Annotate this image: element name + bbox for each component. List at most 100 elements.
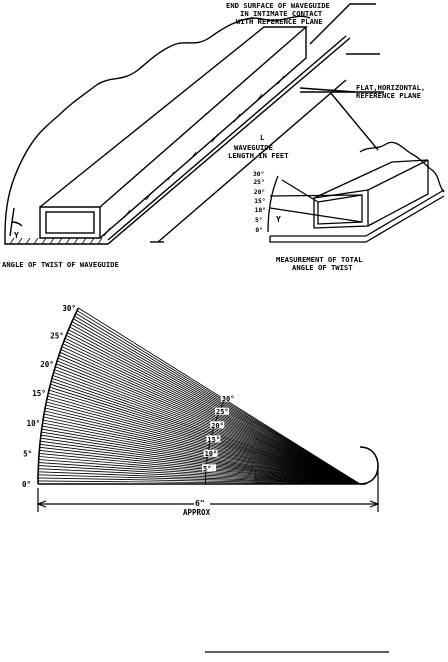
label-gamma-left: Y [14,231,19,240]
plane-break-line [4,15,311,237]
fan-line [78,307,361,485]
caption-measurement-2: ANGLE OF TWIST [292,263,353,272]
inset-scale-label: 10° [255,206,266,214]
fan-line [48,389,361,485]
inset-sight-line [269,207,363,223]
inset-ray-mid [269,194,363,197]
fan-line [38,468,361,485]
inner-scale-label-bg [206,435,221,443]
waveguide-opening [45,211,95,234]
inner-scale-label: 25° [216,408,229,416]
fan-line [41,428,361,485]
inset-ray-top [281,179,319,203]
fan-line [38,471,361,485]
fan-line [70,323,361,485]
caption-angle-of-twist: ANGLE OF TWIST OF WAVEGUIDE [2,260,119,269]
inner-scale-label: 30° [222,395,235,403]
inset-scale-arc [267,175,279,233]
outer-scale-label: 10° [27,419,41,428]
fan-line [71,321,361,485]
dimension-approx-label: APPROX [183,508,211,517]
inset-scale-label: 20° [254,188,265,196]
inner-scale-label-bg [220,394,235,402]
fan-line [75,313,361,485]
fan-line [43,416,361,485]
fan-line [56,363,361,485]
fan-line [73,318,361,485]
inner-scale-label-bg [202,464,216,472]
plane-front-edge-inner [107,35,347,241]
fan-line [37,477,361,485]
dimension-arrow-right [369,500,380,508]
protractor-fan-lines [37,307,361,485]
fan-line [58,354,361,485]
fan-line [49,386,361,485]
fan-line [45,404,361,485]
fan-line [40,434,361,485]
fan-line [69,326,361,485]
fan-line [62,343,361,485]
fan-line [63,340,361,485]
dimension-label-bg [194,498,210,507]
fan-line [42,422,361,485]
outer-scale-label: 15° [32,389,46,398]
fan-line [53,372,361,485]
waveguide-side-hatch [103,75,285,237]
twist-arc [11,221,23,227]
fan-line [52,374,361,485]
fan-line [51,380,361,485]
inset-angle-scale: 30°25°20°15°10°5°0° [253,170,266,234]
fan-line [54,369,361,485]
fan-line [61,346,361,485]
inset-plane-top-b [365,189,445,237]
inset-scale-label: 0° [255,226,263,234]
inset-scale-label: 5° [255,216,263,224]
plane-thickness-hatch [9,237,103,245]
fan-line [50,383,361,485]
label-end-surface-3: WITH REFERENCE PLANE [236,17,323,26]
inset-measurement [267,141,445,243]
inner-scale-label: 20° [211,422,224,430]
outer-scale-label: 0° [22,480,31,489]
label-length-2: LENGTH IN FEET [228,151,289,160]
fan-line [40,437,361,485]
outer-scale-label: 30° [62,304,76,313]
protractor-outer-arc [37,307,80,484]
fan-line [48,392,361,485]
fan-line [57,357,361,485]
fan-line [46,398,361,485]
caption-measurement-1: MEASUREMENT OF TOTAL [276,255,363,264]
leader-to-inset [329,91,379,151]
fan-line [40,440,361,485]
waveguide-top-face [39,26,308,208]
fan-line [38,474,361,485]
fan-line [66,335,361,485]
label-length-1: WAVEGUIDE [234,143,273,152]
fan-line [41,431,361,485]
outer-scale-label: 5° [23,449,32,458]
fan-line [39,449,361,485]
fan-line [64,337,361,485]
fan-line [59,351,361,485]
leader-flat-plane-b [299,87,356,93]
fan-line [38,459,361,485]
fan-line [55,366,361,485]
label-length-letter: L [260,133,265,142]
length-dimension-line [157,79,347,243]
label-flat-plane-2: REFERENCE PLANE [356,91,421,100]
leader-end-surface [309,3,376,45]
protractor-inner-labels: 30°25°20°15°10°5° [202,394,235,473]
inner-scale-label-bg [210,421,225,429]
fan-line [76,310,361,485]
inset-scale-label: 15° [254,197,265,205]
fan-line [43,413,361,485]
dimension-value: 6" [195,499,205,508]
inset-scale-label: 30° [253,170,264,178]
top-labels: END SURFACE OF WAVEGUIDE IN INTIMATE CON… [2,1,425,272]
fan-line [56,360,361,485]
inset-plane-break [359,141,445,193]
inset-box-opening [317,194,363,225]
fan-line [42,419,361,485]
